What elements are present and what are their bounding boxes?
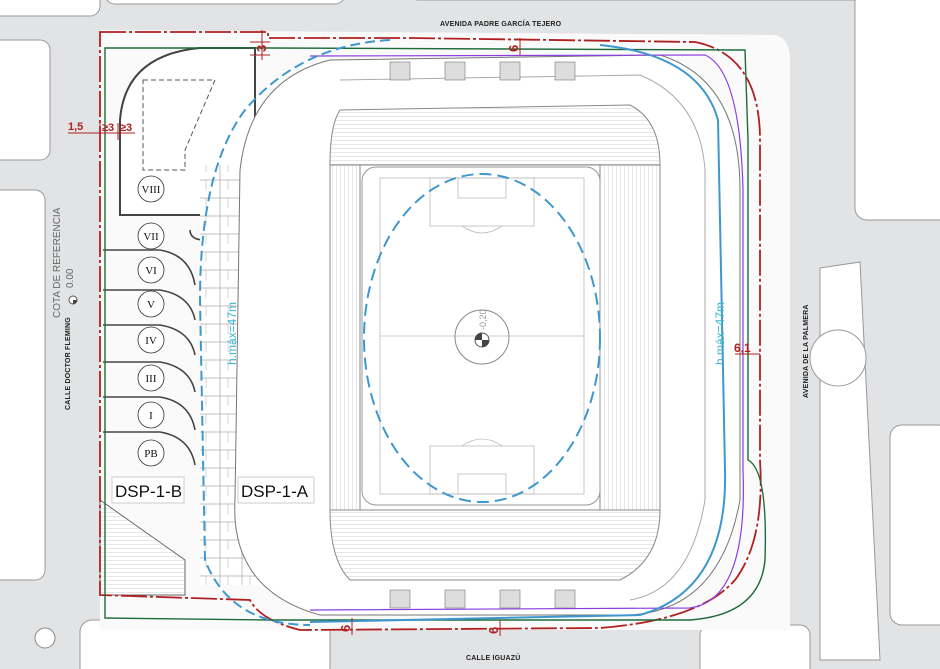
stands-east [599,164,661,511]
city-block [0,0,101,17]
reference-marker-icon [68,295,78,305]
street-top-label: AVENIDA PADRE GARCÍA TEJERO [440,19,562,28]
street-left-label: CALLE DOCTOR FLEMING [65,317,72,410]
parking-level-label: IV [145,335,157,347]
parking-level-label: PB [144,448,157,460]
setback-bottom-left: 6 [338,625,353,632]
city-block [0,39,51,161]
boundary-green [104,47,767,621]
setback-top: 6 [506,45,521,52]
city-block [854,0,940,221]
center-level: -0,20 [478,309,488,330]
parking-ramp [142,79,216,171]
stands-west [329,164,361,511]
height-limit-west: h.máx=47m [225,302,239,365]
boundary-purple [309,54,744,611]
zone-label-b: DSP-1-B [115,482,182,501]
center-circle [454,309,510,365]
reference-label: COTA DE REFERENCIA [52,207,63,318]
reference-value: 0.00 [65,268,76,288]
parking-level-label: V [147,299,155,311]
level-marker-icon [474,332,490,348]
setback-left-c: ≥3 [120,122,132,134]
roundabout [34,627,56,649]
zone-b-box [111,476,185,504]
parking-level-label: VI [145,265,157,277]
setback-top-left: 3 [254,45,269,52]
street-right-label: AVENIDA DE LA PALMERA [803,304,810,398]
city-block [106,0,344,5]
setback-right: 6,1 [734,341,751,355]
vip-boxes [389,61,576,609]
zone-label-a: DSP-1-A [241,482,309,501]
stands-south [329,509,661,581]
setback-bottom: 6 [486,627,501,634]
boundary-blue-east [309,44,727,623]
city-block [0,189,46,581]
parking-level-label: VIII [142,184,161,196]
parking-levels [103,229,206,466]
boundary-blue [198,39,391,626]
zone-a-box [237,476,315,504]
parking-level-markers [137,175,165,467]
setback-left-a: 1,5 [68,121,83,133]
city-block [889,424,940,626]
setback-left-b: ≥3 [102,122,114,134]
height-limit-east: h.máx=47m [713,302,727,365]
pitch-ellipse-boundary [363,173,601,503]
parking-level-label: III [146,373,157,385]
dimension-lines [68,30,760,636]
parking-level-label: I [149,410,153,422]
upper-ring [339,74,706,601]
street-bottom-label: CALLE IGUAZÚ [466,653,521,662]
roundabout [809,329,867,387]
parking-level-label: VII [143,231,159,243]
boundary-red [99,31,762,631]
